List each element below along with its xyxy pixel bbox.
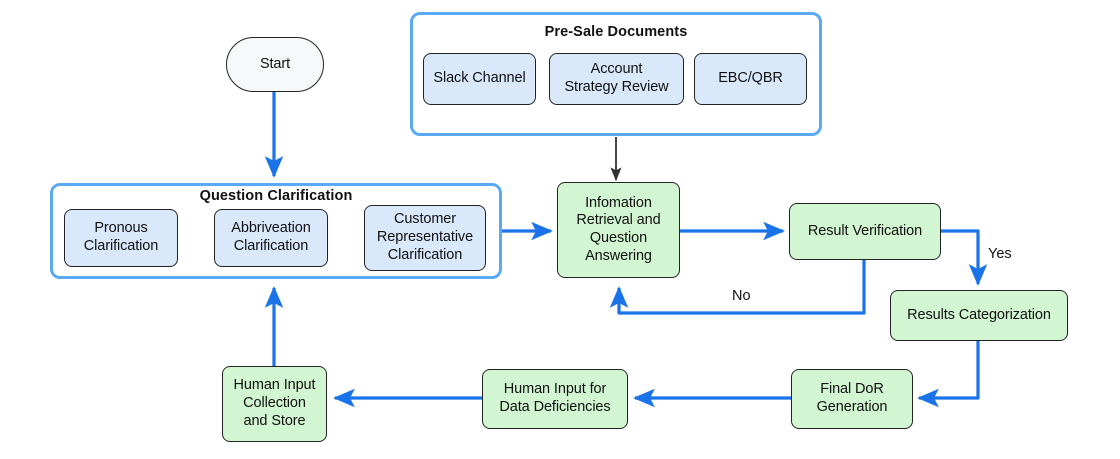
node-human-input-collection-store[interactable]: Human Input Collection and Store — [222, 366, 327, 442]
node-information-retrieval[interactable]: Infomation Retrieval and Question Answer… — [557, 182, 680, 278]
edge-label-yes: Yes — [988, 246, 1012, 262]
group-pre-sale-documents-title: Pre-Sale Documents — [544, 24, 688, 40]
node-customer-representative-clarification[interactable]: Customer Representative Clarification — [364, 205, 486, 271]
node-abbriveation-clarification[interactable]: Abbriveation Clarification — [214, 209, 328, 267]
edge-label-no: No — [732, 288, 751, 304]
node-slack-channel[interactable]: Slack Channel — [423, 53, 536, 105]
group-question-clarification-title: Question Clarification — [199, 188, 353, 204]
node-account-strategy-review[interactable]: Account Strategy Review — [549, 53, 684, 105]
node-human-input-data-deficiencies[interactable]: Human Input for Data Deficiencies — [482, 369, 628, 429]
node-ebc-qbr[interactable]: EBC/QBR — [694, 53, 807, 105]
node-final-dor-generation[interactable]: Final DoR Generation — [791, 369, 913, 429]
node-pronous-clarification[interactable]: Pronous Clarification — [64, 209, 178, 267]
node-result-verification[interactable]: Result Verification — [789, 203, 941, 260]
edge-result-verification-to-information-retrieval-no — [609, 260, 866, 315]
edge-result-verification-to-results-categorization — [941, 229, 988, 286]
edge-results-categorization-to-final-dor — [917, 341, 980, 408]
node-start[interactable]: Start — [226, 37, 324, 92]
node-results-categorization[interactable]: Results Categorization — [890, 290, 1068, 341]
